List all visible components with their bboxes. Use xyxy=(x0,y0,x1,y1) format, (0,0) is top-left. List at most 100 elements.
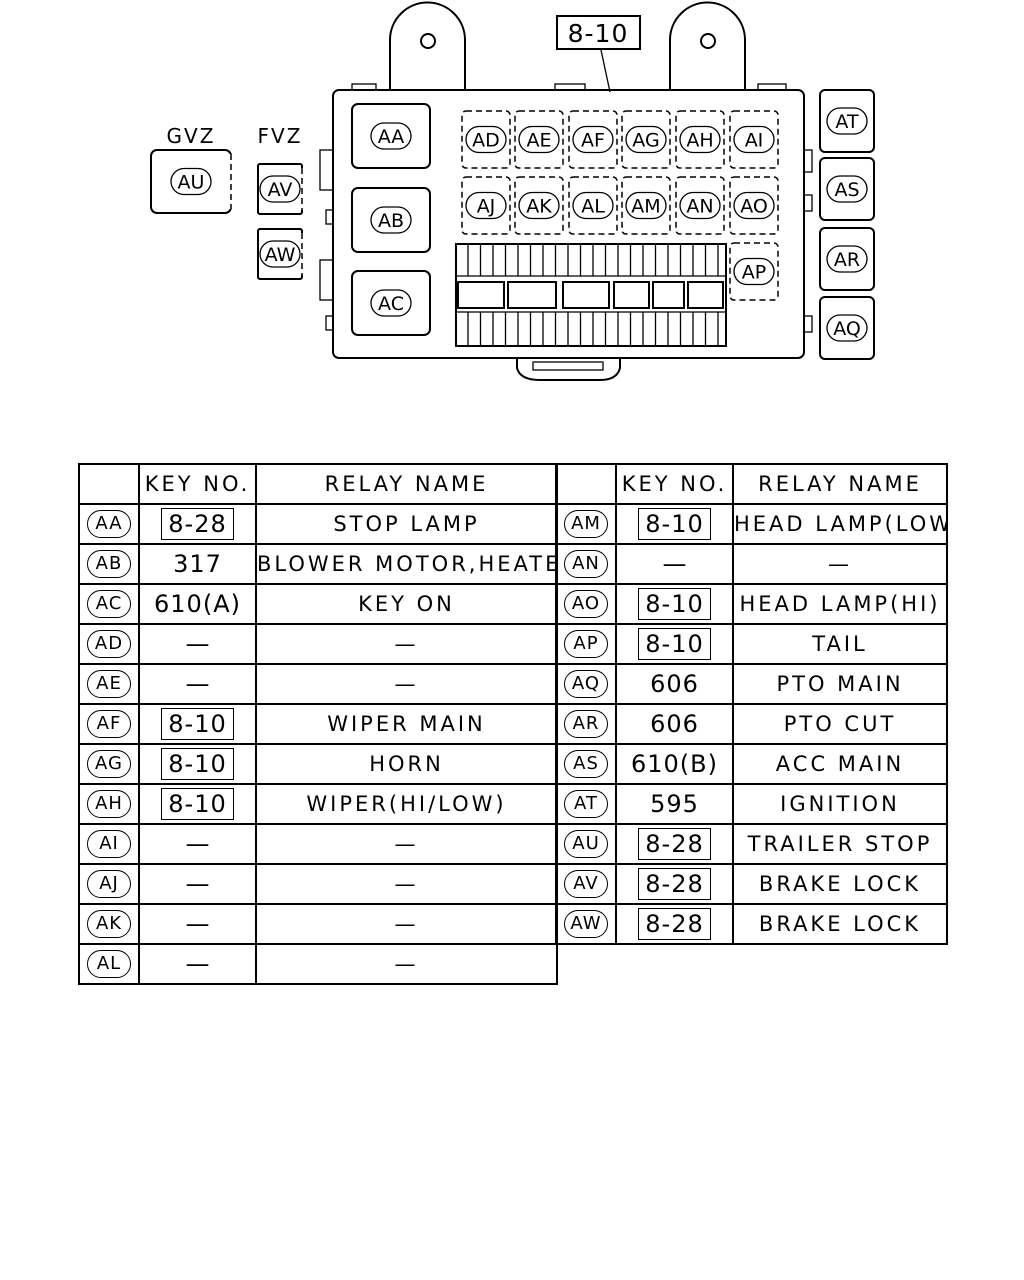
relay-code-cell: AW xyxy=(555,903,617,945)
relay-slot-ak: AK xyxy=(514,176,564,235)
housing-clip xyxy=(803,149,813,173)
relay-slot-al: AL xyxy=(568,176,618,235)
relay-code-oval xyxy=(370,289,412,317)
relay-code-oval xyxy=(625,191,667,220)
housing-bottom-latch xyxy=(516,358,621,381)
relay-slot-aa: AA xyxy=(351,103,431,169)
key-no-value: — xyxy=(185,670,210,698)
relay-code-badge: AL xyxy=(87,950,131,978)
relay-slot-ah: AH xyxy=(675,110,725,169)
table-row: AI—— xyxy=(78,823,558,865)
relay-slot-label: AN xyxy=(686,196,713,218)
relay-code-oval xyxy=(826,107,868,135)
relay-code-oval xyxy=(518,191,560,220)
header-key-no: KEY NO. xyxy=(138,463,257,505)
relay-slot-label: AS xyxy=(834,179,859,201)
relay-code-cell: AL xyxy=(78,943,140,985)
housing-clip xyxy=(325,315,334,331)
callout-box xyxy=(556,15,641,50)
relay-code-oval xyxy=(572,125,614,154)
relay-slot-label: AR xyxy=(834,249,860,271)
relay-code-badge: AI xyxy=(87,830,131,858)
key-no-cell: 8-10 xyxy=(615,503,734,545)
relay-slot-label: AM xyxy=(631,196,660,218)
key-no-value: — xyxy=(185,870,210,898)
key-no-cell: 610(A) xyxy=(138,583,257,625)
table-header-row: KEY NO. RELAY NAME xyxy=(78,463,558,505)
callout-leader xyxy=(600,49,611,93)
gvz-label: GVZ xyxy=(167,124,216,148)
relay-name-cell: BLOWER MOTOR,HEATER xyxy=(255,543,558,585)
relay-slot-au: AU xyxy=(150,149,233,214)
header-relay-name: RELAY NAME xyxy=(255,463,558,505)
relay-name-cell: WIPER(HI/LOW) xyxy=(255,783,558,825)
relay-name-cell: — xyxy=(255,823,558,865)
relay-slot-label: AE xyxy=(526,130,551,152)
housing-clip xyxy=(803,315,813,333)
relay-name-cell: HEAD LAMP(LOW) xyxy=(732,503,948,545)
header-code xyxy=(78,463,140,505)
relay-slot-label: AA xyxy=(378,126,405,148)
table-row: AD—— xyxy=(78,623,558,665)
relay-name-cell: PTO MAIN xyxy=(732,663,948,705)
table-row: AN—— xyxy=(555,543,948,585)
relay-code-badge: AG xyxy=(87,750,131,778)
key-no-cell: 595 xyxy=(615,783,734,825)
housing-tab xyxy=(757,83,787,91)
relay-name-cell: KEY ON xyxy=(255,583,558,625)
relay-code-badge: AN xyxy=(564,550,608,578)
key-no-cell: — xyxy=(138,623,257,665)
housing-clip xyxy=(319,259,334,301)
relay-slot-label: AK xyxy=(526,196,552,218)
relay-slot-outline xyxy=(729,110,779,169)
relay-code-badge: AW xyxy=(564,910,608,938)
relay-code-cell: AA xyxy=(78,503,140,545)
relay-slot-label: AI xyxy=(745,130,764,152)
relay-slot-outline xyxy=(351,187,431,253)
housing-clip xyxy=(319,149,334,191)
relay-code-badge: AV xyxy=(564,870,608,898)
key-no-cell: — xyxy=(615,543,734,585)
relay-code-badge: AR xyxy=(564,710,608,738)
relay-slot-label: AU xyxy=(178,172,205,194)
relay-code-badge: AD xyxy=(87,630,131,658)
relay-slot-outline xyxy=(819,89,875,153)
key-no-value: 610(B) xyxy=(631,750,718,778)
relay-slot-av: AV xyxy=(257,163,304,215)
relay-code-oval xyxy=(625,125,667,154)
relay-code-cell: AE xyxy=(78,663,140,705)
relay-slot-aw: AW xyxy=(257,228,304,280)
relay-slot-outline xyxy=(819,296,875,360)
relay-code-cell: AQ xyxy=(555,663,617,705)
relay-code-badge: AB xyxy=(87,550,131,578)
relay-code-badge: AM xyxy=(564,510,608,538)
key-no-cell: 8-10 xyxy=(138,783,257,825)
latch-slot xyxy=(532,361,604,371)
key-no-value: — xyxy=(185,910,210,938)
relay-code-oval xyxy=(572,191,614,220)
relay-code-oval xyxy=(370,122,412,150)
key-no-value: — xyxy=(662,550,687,578)
relay-code-cell: AR xyxy=(555,703,617,745)
mounting-ear-left xyxy=(389,1,466,90)
relay-slot-am: AM xyxy=(621,176,671,235)
relay-name-cell: HORN xyxy=(255,743,558,785)
relay-slot-ab: AB xyxy=(351,187,431,253)
relay-code-cell: AS xyxy=(555,743,617,785)
table-row: AJ—— xyxy=(78,863,558,905)
relay-slot-label: AC xyxy=(378,293,404,315)
key-no-value: 595 xyxy=(650,790,699,818)
relay-code-oval xyxy=(170,167,212,196)
key-no-cell: — xyxy=(138,943,257,985)
housing-clip xyxy=(803,194,813,212)
relay-slot-label: AH xyxy=(686,130,713,152)
relay-name-cell: ACC MAIN xyxy=(732,743,948,785)
key-no-reference-box: 8-10 xyxy=(638,508,711,540)
relay-code-badge: AF xyxy=(87,710,131,738)
relay-slot-label: AD xyxy=(472,130,500,152)
